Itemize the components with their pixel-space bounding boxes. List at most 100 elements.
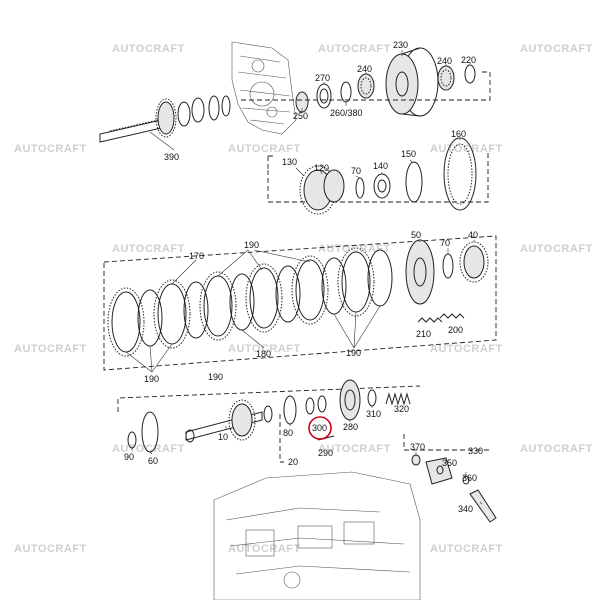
watermark: AUTOCRAFT (112, 43, 185, 55)
clutch-plate-teeth (199, 271, 237, 341)
callout-label: 70 (440, 238, 450, 248)
bottom-housing-detail (225, 507, 411, 575)
part-260-380 (340, 81, 352, 103)
clutch-plate-teeth (291, 255, 329, 325)
callout-label: 200 (448, 325, 463, 335)
callout-label: 260/380 (330, 108, 363, 118)
watermark: AUTOCRAFT (318, 43, 391, 55)
callout-label: 130 (282, 157, 297, 167)
callout-label: 310 (366, 409, 381, 419)
gear-40 (463, 245, 485, 279)
clutch-plate (275, 265, 301, 323)
part-270 (316, 83, 332, 109)
callout-label: 10 (218, 432, 228, 442)
ring-80 (283, 395, 297, 425)
watermark: AUTOCRAFT (228, 343, 301, 355)
drum-230-edge (401, 47, 421, 55)
leader-line (149, 345, 153, 373)
leader-lines (125, 50, 483, 505)
callout-label: 360 (462, 473, 477, 483)
callout-label: 250 (293, 111, 308, 121)
housing-casting (231, 41, 297, 135)
section-four-frame (117, 385, 421, 412)
plate-50 (405, 239, 435, 305)
spring-320 (385, 392, 411, 406)
shaft-390-gear-teeth (155, 98, 177, 138)
callout-labels: 230 270 240 240 220 250 260/380 390 160 … (124, 40, 483, 514)
bolt-340 (469, 489, 497, 523)
clutch-plate (295, 259, 325, 321)
watermark: AUTOCRAFT (430, 543, 503, 555)
callout-label: 350 (442, 458, 457, 468)
leader-line (241, 329, 265, 349)
plate-160-edge (447, 143, 473, 205)
o-ring-300 (305, 397, 315, 415)
leader-line (253, 249, 311, 263)
section-two (267, 137, 489, 215)
callout-label: 190 (144, 374, 159, 384)
o-ring-300 (317, 395, 327, 413)
plate-50-inner (413, 257, 427, 287)
bearing-240-rollers (440, 69, 452, 87)
spring-200 (439, 313, 465, 319)
spring-210 (417, 317, 443, 323)
shaft-390-bearing (191, 97, 205, 123)
callout-label: 60 (148, 456, 158, 466)
bottom-housing (213, 471, 421, 600)
callout-label: 270 (315, 73, 330, 83)
callout-label: 150 (401, 149, 416, 159)
shaft-10-gear-teeth (228, 399, 256, 441)
callout-label: 330 (468, 446, 483, 456)
leader-line (149, 131, 175, 151)
piston-280 (339, 379, 361, 421)
callout-label: 50 (411, 230, 421, 240)
gear-40-teeth (459, 241, 489, 283)
callout-label: 190 (244, 240, 259, 250)
highlight-circle-300 (308, 416, 332, 440)
clutch-plate (183, 281, 209, 339)
washer-140-inner (377, 179, 387, 193)
washer-140 (373, 173, 391, 199)
watermark-group: AUTOCRAFT AUTOCRAFT AUTOCRAFT AUTOCRAFT … (14, 43, 593, 555)
watermark: AUTOCRAFT (520, 43, 593, 55)
watermark: AUTOCRAFT (318, 443, 391, 455)
shaft-10-collar (263, 405, 273, 423)
leader-line (151, 343, 173, 373)
clutch-pack-section (103, 235, 497, 371)
snap-ring-220 (464, 64, 476, 84)
clutch-plate (111, 291, 141, 353)
shaft-390-splines (109, 119, 159, 132)
clutch-pack-frame (103, 235, 497, 371)
clutch-plate-teeth (245, 263, 283, 333)
housing-casting-detail (237, 55, 291, 125)
callout-label: 190 (208, 372, 223, 382)
bracket-220 (240, 71, 491, 101)
leader-line (333, 313, 355, 349)
piston-280-inner (344, 389, 356, 411)
shaft-390-bearing (177, 101, 191, 127)
callout-label: 170 (189, 251, 204, 261)
callout-label: 290 (318, 448, 333, 458)
snap-ring-150 (405, 161, 423, 203)
watermark: AUTOCRAFT (14, 543, 87, 555)
ring-part (208, 95, 220, 121)
drum-230-hub (395, 71, 409, 97)
clutch-plate-teeth (107, 287, 145, 357)
callout-label: 390 (164, 152, 179, 162)
leader-line (409, 159, 413, 163)
watermark: AUTOCRAFT (112, 243, 185, 255)
bottom-housing-window (297, 525, 333, 549)
leader-line (295, 167, 305, 177)
watermark: AUTOCRAFT (318, 243, 391, 255)
section-two-frame (267, 152, 489, 203)
housing-bore (251, 59, 265, 73)
drum-230-edge (401, 113, 421, 117)
callout-label: 230 (393, 40, 408, 50)
valve-350-port (436, 465, 444, 475)
callout-label: 340 (458, 504, 473, 514)
callout-label: 120 (314, 163, 329, 173)
clutch-plate-teeth (153, 279, 191, 349)
shaft-10-gear (231, 403, 253, 437)
drum-230-front (385, 53, 419, 115)
leader-line (125, 351, 153, 373)
